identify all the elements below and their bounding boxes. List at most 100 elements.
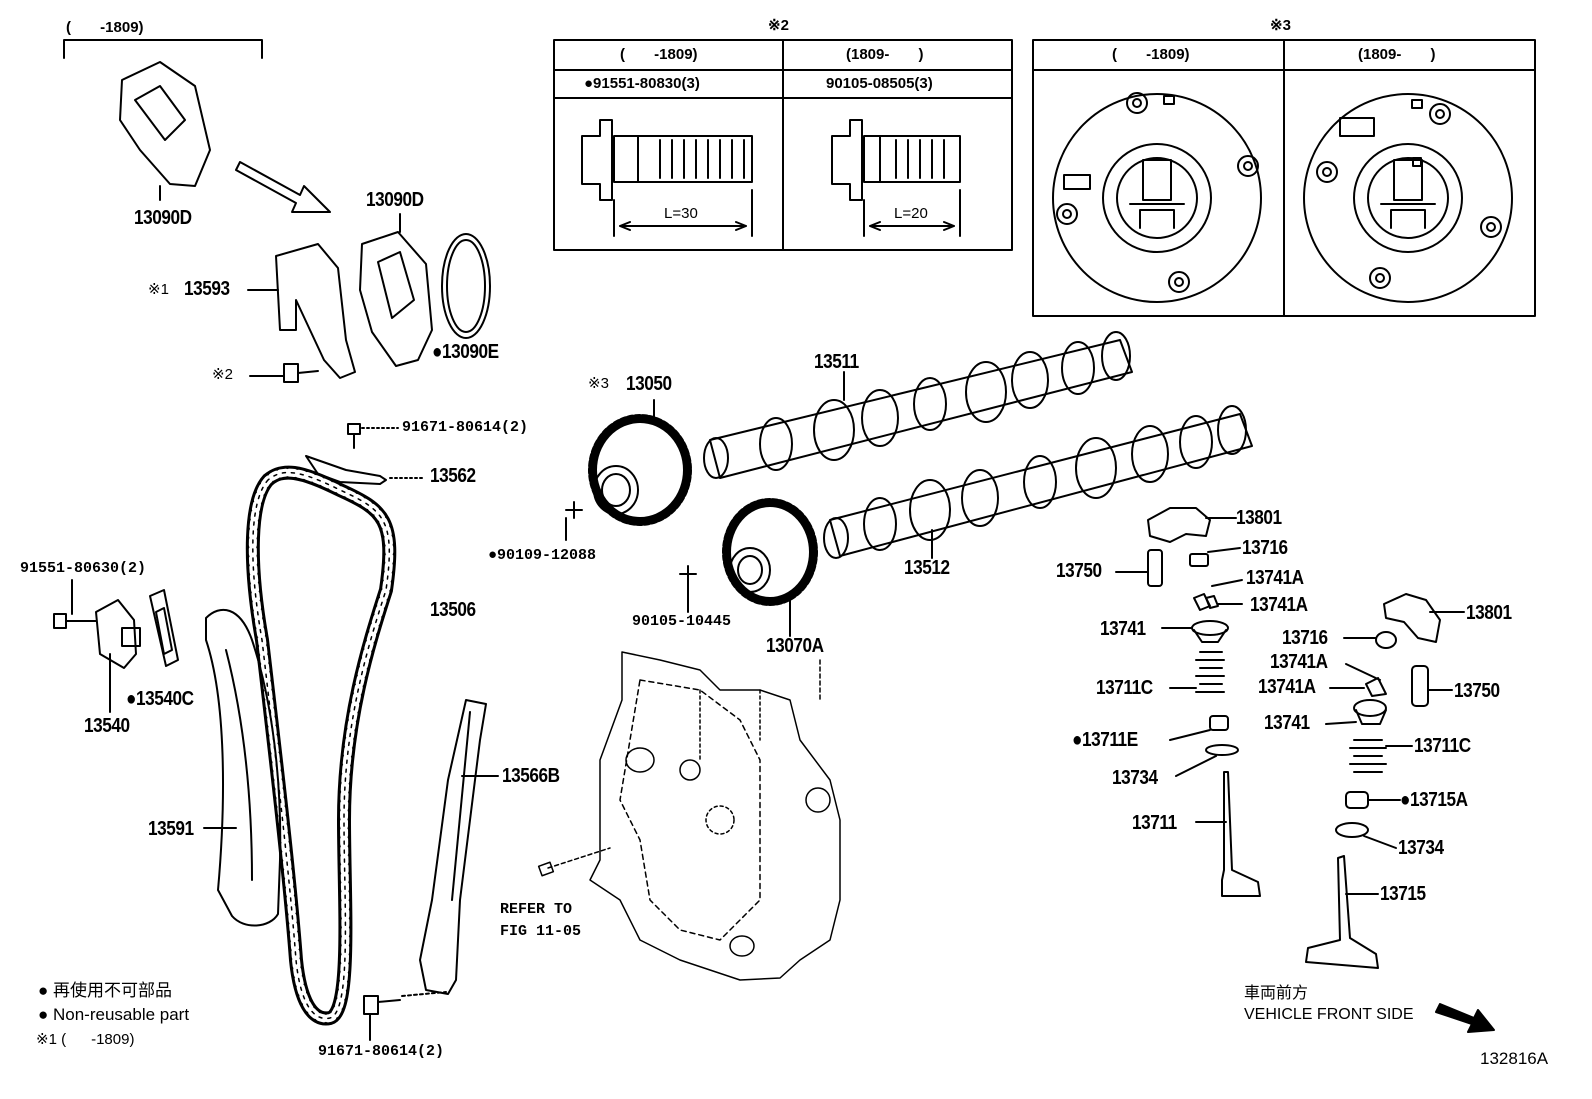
label-13506: 13506 [430, 599, 476, 621]
label-mark-x3: ※3 [588, 375, 609, 392]
box3-col1-header: ( -1809) [1112, 46, 1190, 63]
box3-mark: ※3 [1270, 17, 1291, 34]
box2-col1-part: ●91551-80830(3) [584, 75, 700, 92]
camshaft-13511 [703, 331, 1133, 479]
sprocket-face-new [1303, 93, 1513, 303]
label-13711: 13711 [1132, 812, 1177, 834]
cover-13090D-lower [359, 213, 433, 367]
camshaft-13512 [823, 405, 1253, 559]
figure-id: 132816A [1480, 1049, 1549, 1068]
box2-col1-header: ( -1809) [620, 46, 698, 63]
valve-13711 [1195, 771, 1261, 897]
label-13741-a: 13741 [1100, 618, 1146, 640]
label-13711C-b: 13711C [1414, 735, 1471, 757]
refer-line-1: REFER TO [500, 901, 573, 918]
valve-cap-13716-a [1189, 553, 1209, 567]
label-13741-b: 13741 [1264, 712, 1310, 734]
label-13511: 13511 [814, 351, 859, 373]
seat-13734-a [1175, 744, 1239, 777]
gasket-13540C [149, 589, 179, 667]
legend-note: ※1 ( -1809) [36, 1031, 135, 1048]
label-13591: 13591 [148, 818, 194, 840]
label-13566B: 13566B [502, 765, 560, 787]
label-13716-a: 13716 [1242, 537, 1288, 559]
legend-en: ● Non-reusable part [38, 1005, 190, 1024]
label-90109-12088: ●90109-12088 [488, 547, 597, 564]
legend-jp: ● 再使用不可部品 [38, 981, 172, 1000]
label-13801-a: 13801 [1236, 507, 1282, 529]
bolt-91671-bottom [363, 991, 447, 1041]
label-13741A-c: 13741A [1270, 651, 1328, 673]
retainer-13741-b [1325, 699, 1387, 725]
label-13090D-a: 13090D [134, 207, 192, 229]
vvt-sprocket-13070A [679, 498, 818, 637]
label-13715A: ●13715A [1400, 789, 1468, 811]
bolt-L20-drawing [831, 119, 961, 237]
label-91671-top: 91671-80614(2) [402, 419, 529, 436]
keys-13741A-a [1193, 579, 1243, 611]
box2-length-30: L=30 [664, 205, 698, 222]
chain-guide-13566B [419, 699, 499, 995]
box2-mark: ※2 [768, 17, 789, 34]
top-bracket-line [63, 39, 263, 59]
label-90105-10445: 90105-10445 [632, 613, 732, 630]
oring-13090E [441, 233, 491, 339]
rocker-arm-13801-a [1147, 507, 1237, 543]
label-13050: 13050 [626, 373, 672, 395]
rocker-arm-13801-b [1383, 593, 1465, 643]
bolt-91671-top [347, 423, 399, 449]
valve-cap-13716-b [1375, 631, 1397, 649]
front-label-jp: 車両前方 [1244, 985, 1309, 1002]
seal-13715A [1345, 791, 1369, 809]
cover-13090D-upper [119, 61, 211, 201]
front-label-en: VEHICLE FRONT SIDE [1244, 1006, 1414, 1023]
vvt-sprocket-13050 [565, 399, 692, 541]
sprocket-face-old [1052, 92, 1262, 303]
vehicle-front-arrow [1435, 1003, 1495, 1033]
label-13741A-b: 13741A [1250, 594, 1308, 616]
keys-13741A-b [1329, 663, 1387, 697]
label-mark-x2: ※2 [212, 366, 233, 383]
box2-col2-part: 90105-08505(3) [826, 75, 933, 92]
box3-col2-header: (1809- ) [1358, 46, 1436, 63]
bolt-91551-80630 [53, 579, 97, 629]
label-91671-bottom: 91671-80614(2) [318, 1043, 445, 1060]
label-13540C: ●13540C [126, 688, 194, 710]
label-mark-x1: ※1 [148, 281, 169, 298]
seal-13711E [1169, 715, 1229, 741]
label-13562: 13562 [430, 465, 476, 487]
bolt-L30-drawing [581, 119, 753, 237]
label-13711E: ●13711E [1072, 729, 1138, 751]
label-13750-b: 13750 [1454, 680, 1500, 702]
label-13734-b: 13734 [1398, 837, 1444, 859]
table-box3 [1032, 39, 1536, 317]
label-13090D-b: 13090D [366, 189, 424, 211]
tensioner-13540 [95, 599, 141, 713]
label-13741A-d: 13741A [1258, 676, 1316, 698]
label-13734-a: 13734 [1112, 767, 1158, 789]
oring-13090E-inner [446, 239, 486, 333]
spring-13711C-a [1169, 651, 1225, 693]
label-13801-b: 13801 [1466, 602, 1512, 624]
label-13716-b: 13716 [1282, 627, 1328, 649]
label-13540: 13540 [84, 715, 130, 737]
box2-length-20: L=20 [894, 205, 928, 222]
bracket-13593 [247, 243, 356, 379]
label-91551-80630: 91551-80630(2) [20, 560, 147, 577]
chain-slipper-13591 [203, 608, 282, 927]
label-13715: 13715 [1380, 883, 1426, 905]
refer-line-2: FIG 11-05 [500, 923, 582, 940]
label-13070A: 13070A [766, 635, 824, 657]
top-bracket-label: ( -1809) [66, 19, 144, 36]
label-13711C-a: 13711C [1096, 677, 1153, 699]
table-box2 [553, 39, 1013, 251]
label-13090E: ●13090E [432, 341, 499, 363]
bolt-x2 [249, 363, 319, 383]
assembly-arrow [235, 161, 331, 213]
label-13512: 13512 [904, 557, 950, 579]
engine-block [537, 651, 841, 981]
label-13750-a: 13750 [1056, 560, 1102, 582]
seat-13734-b [1335, 822, 1397, 849]
